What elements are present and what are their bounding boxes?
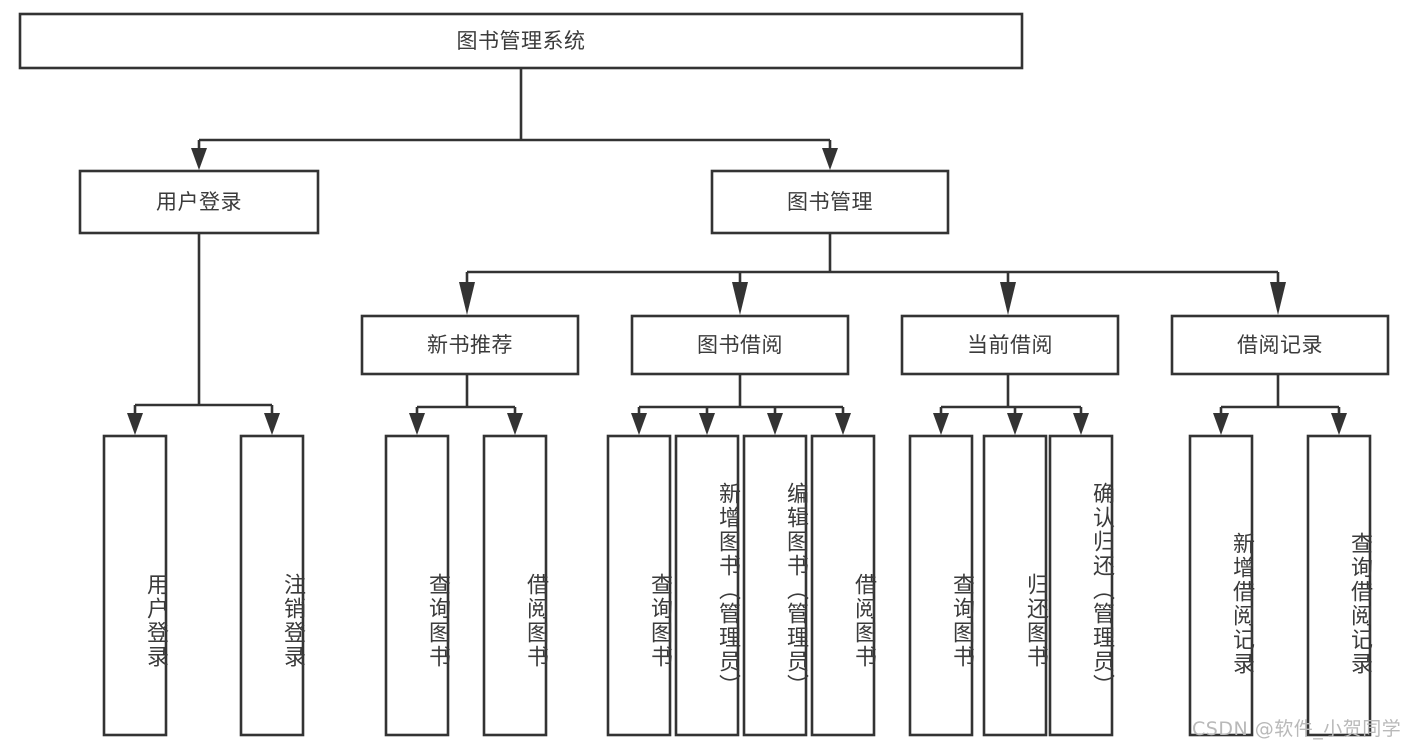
arrow-user-login (191, 148, 207, 170)
arrow-leaf-query-book-2 (631, 413, 647, 435)
arrow-leaf-borrow-book-2 (835, 413, 851, 435)
node-user-login-label: 用户登录 (156, 190, 242, 214)
node-root-box[interactable] (18, 12, 1024, 70)
arrow-book-borrow (732, 282, 748, 315)
node-current-borrow-box[interactable] (900, 314, 1120, 376)
node-book-manage-box[interactable] (710, 169, 950, 235)
node-new-book-rec-label: 新书推荐 (427, 333, 513, 357)
node-book-borrow-box[interactable] (630, 314, 850, 376)
leaf-box-query-record[interactable] (1306, 434, 1372, 737)
arrow-book-manage (822, 148, 838, 170)
arrow-borrow-record (1270, 282, 1286, 315)
leaf-box-add-book-admin[interactable] (674, 434, 740, 737)
node-book-borrow[interactable]: 图书借阅 (630, 314, 850, 376)
leaf-box-return-book[interactable] (982, 434, 1048, 737)
leaf-box-add-record[interactable] (1188, 434, 1254, 737)
arrow-leaf-add-record (1213, 413, 1229, 435)
arrow-leaf-confirm-return-admin (1073, 413, 1089, 435)
leaf-box-query-book-3[interactable] (908, 434, 974, 737)
node-current-borrow[interactable]: 当前借阅 (900, 314, 1120, 376)
connector-layer (127, 68, 1347, 435)
arrow-leaf-return-book (1007, 413, 1023, 435)
arrow-leaf-user-logout (264, 413, 280, 435)
node-borrow-record-label: 借阅记录 (1237, 333, 1323, 357)
arrow-leaf-query-book-3 (933, 413, 949, 435)
leaf-box-query-book-2[interactable] (606, 434, 672, 737)
leaf-box-confirm-return-admin[interactable] (1048, 434, 1114, 737)
leaf-box-edit-book-admin[interactable] (742, 434, 808, 737)
arrow-leaf-query-book-1 (409, 413, 425, 435)
node-book-manage-label: 图书管理 (787, 190, 873, 214)
leaf-box-borrow-book-1[interactable] (482, 434, 548, 737)
node-new-book-rec[interactable]: 新书推荐 (360, 314, 580, 376)
node-book-manage[interactable]: 图书管理 (710, 169, 950, 235)
leaf-box-borrow-book-2[interactable] (810, 434, 876, 737)
node-root-label: 图书管理系统 (457, 29, 586, 53)
leaf-box-layer (102, 434, 1372, 737)
csdn-watermark: CSDN @软件_小贺同学 (1192, 718, 1402, 740)
arrow-leaf-edit-book-admin (767, 413, 783, 435)
leaf-box-query-book-1[interactable] (384, 434, 450, 737)
arrow-leaf-add-book-admin (699, 413, 715, 435)
arrow-leaf-query-record (1331, 413, 1347, 435)
node-current-borrow-label: 当前借阅 (967, 333, 1053, 357)
node-user-login-box[interactable] (78, 169, 320, 235)
node-new-book-rec-box[interactable] (360, 314, 580, 376)
node-user-login[interactable]: 用户登录 (78, 169, 320, 235)
arrow-leaf-user-login (127, 413, 143, 435)
node-borrow-record-box[interactable] (1170, 314, 1390, 376)
arrow-new-book-rec (459, 282, 475, 315)
node-root[interactable]: 图书管理系统 (18, 12, 1024, 70)
arrow-leaf-borrow-book-1 (507, 413, 523, 435)
node-book-borrow-label: 图书借阅 (697, 333, 783, 357)
leaf-box-user-login[interactable] (102, 434, 168, 737)
node-borrow-record[interactable]: 借阅记录 (1170, 314, 1390, 376)
leaf-box-user-logout[interactable] (239, 434, 305, 737)
arrow-current-borrow (1000, 282, 1016, 315)
